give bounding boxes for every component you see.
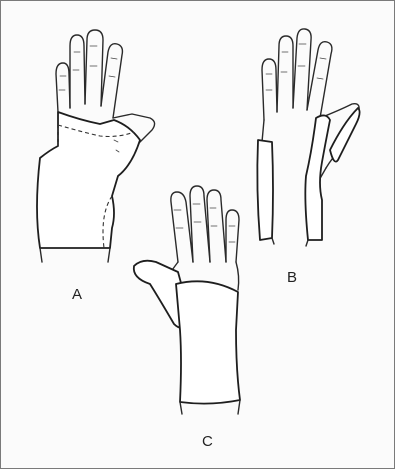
- hand-b-thumb-cap: [330, 108, 360, 162]
- hand-b-middle-finger: [293, 29, 311, 110]
- hand-c-forearm-splint: [176, 281, 240, 403]
- hand-c-little-finger: [226, 210, 239, 262]
- hand-b: [257, 29, 359, 246]
- hand-b-little-finger: [262, 59, 277, 120]
- hand-a-little-finger: [56, 63, 70, 112]
- hand-a-ring-finger: [70, 35, 85, 108]
- hand-a: [37, 30, 155, 262]
- hand-a-index-finger: [101, 44, 122, 118]
- hand-b-thumb-splint: [305, 115, 330, 240]
- hand-c: [134, 186, 240, 414]
- hand-a-forearm: [40, 248, 110, 262]
- label-b: B: [287, 270, 297, 285]
- label-c: C: [202, 434, 213, 449]
- hand-b-forearm: [272, 238, 308, 246]
- hand-b-ulnar-splint: [257, 140, 273, 240]
- hand-a-splint: [37, 112, 140, 248]
- label-a: A: [72, 287, 82, 302]
- hand-a-middle-finger: [85, 30, 103, 106]
- hand-b-ring-finger: [277, 36, 293, 112]
